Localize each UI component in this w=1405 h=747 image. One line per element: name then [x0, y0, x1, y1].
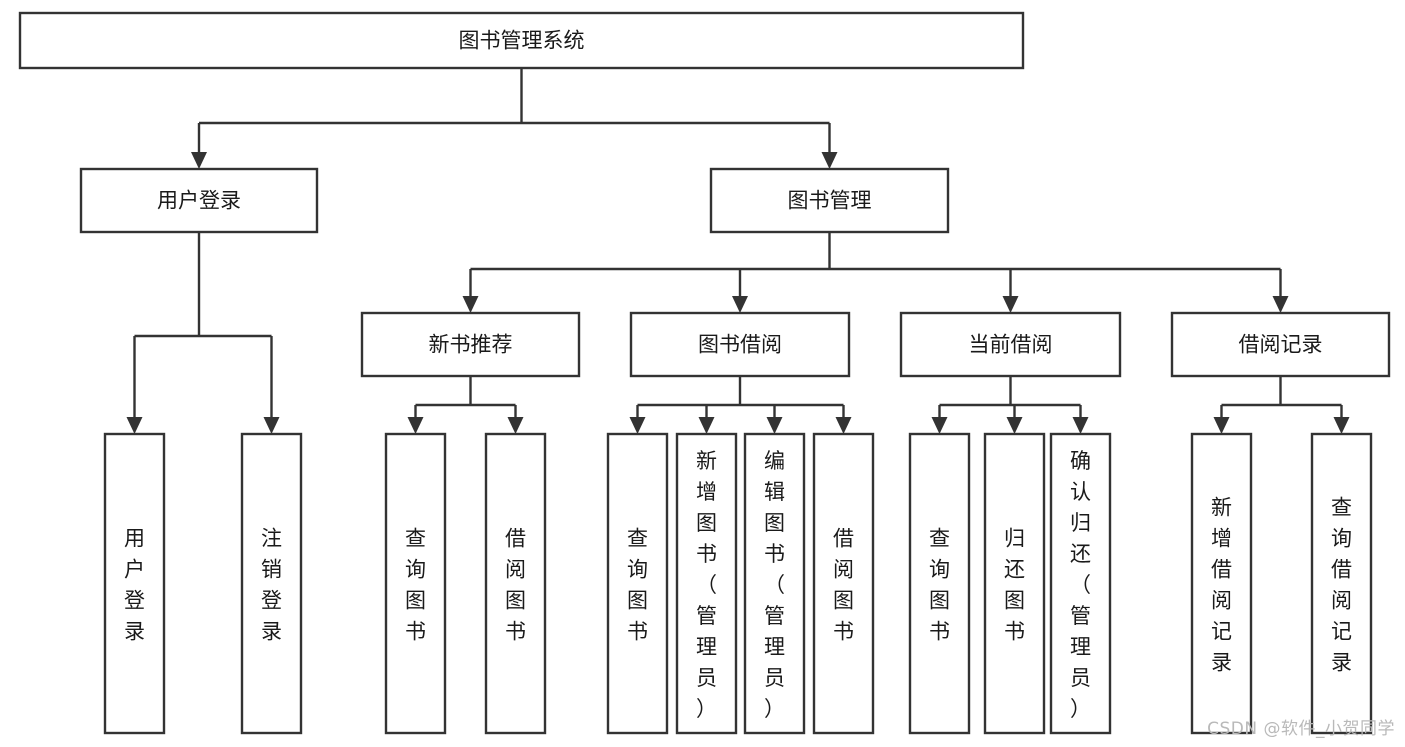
connector-layer	[126, 68, 1350, 434]
node-leaf-query-book-3[interactable]: 查询图书	[908, 432, 971, 735]
node-user-login[interactable]: 用户登录	[79, 167, 319, 234]
connector-to-leaf-query-book-1-arrowhead	[407, 417, 424, 434]
connector-to-leaf-confirm-return-arrowhead	[1072, 417, 1089, 434]
node-label-root: 图书管理系统	[459, 29, 585, 53]
connector-to-current-borrow-arrowhead	[1002, 296, 1019, 313]
node-box-leaf-return-book	[983, 432, 1046, 735]
node-leaf-user-logout[interactable]: 注销登录	[240, 432, 303, 735]
node-label-user-login: 用户登录	[157, 189, 241, 213]
node-box-leaf-query-book-3	[908, 432, 971, 735]
node-layer: 图书管理系统用户登录图书管理新书推荐图书借阅当前借阅借阅记录用户登录注销登录查询…	[18, 11, 1391, 735]
node-label-borrow-record: 借阅记录	[1239, 333, 1323, 357]
node-label-leaf-edit-book: 编辑图书（管理员）	[764, 449, 785, 721]
node-label-book-borrow: 图书借阅	[698, 333, 782, 357]
connector-to-leaf-query-book-2-arrowhead	[629, 417, 646, 434]
node-box-leaf-borrow-book-2	[812, 432, 875, 735]
node-label-leaf-add-book: 新增图书（管理员）	[696, 449, 717, 721]
node-label-current-borrow: 当前借阅	[969, 333, 1053, 357]
node-label-leaf-query-record: 查询借阅记录	[1331, 496, 1352, 675]
connector-to-leaf-user-logout-arrowhead	[263, 417, 280, 434]
node-box-new-book-recommend	[360, 311, 581, 378]
connector-to-book-borrow-arrowhead	[732, 296, 748, 313]
connector-to-user-login-arrowhead	[191, 152, 207, 169]
node-current-borrow[interactable]: 当前借阅	[899, 311, 1122, 378]
node-leaf-add-book[interactable]: 新增图书（管理员）	[675, 432, 738, 735]
node-box-leaf-add-book	[675, 432, 738, 735]
node-label-leaf-query-book-1: 查询图书	[405, 527, 426, 644]
node-box-book-manage	[709, 167, 950, 234]
node-box-leaf-user-login	[103, 432, 166, 735]
node-leaf-user-login[interactable]: 用户登录	[103, 432, 166, 735]
node-book-manage[interactable]: 图书管理	[709, 167, 950, 234]
node-label-new-book-recommend: 新书推荐	[429, 333, 513, 357]
node-new-book-recommend[interactable]: 新书推荐	[360, 311, 581, 378]
connector-to-leaf-borrow-book-1-arrowhead	[507, 417, 524, 434]
node-box-leaf-user-logout	[240, 432, 303, 735]
node-label-leaf-borrow-book-1: 借阅图书	[505, 527, 526, 644]
node-label-book-manage: 图书管理	[788, 189, 872, 213]
node-box-book-borrow	[629, 311, 851, 378]
node-label-leaf-borrow-book-2: 借阅图书	[833, 527, 854, 644]
node-box-leaf-confirm-return	[1049, 432, 1112, 735]
node-leaf-return-book[interactable]: 归还图书	[983, 432, 1046, 735]
node-leaf-add-record[interactable]: 新增借阅记录	[1190, 432, 1253, 735]
node-box-current-borrow	[899, 311, 1122, 378]
node-box-leaf-add-record	[1190, 432, 1253, 735]
node-box-leaf-borrow-book-1	[484, 432, 547, 735]
connector-to-book-manage-arrowhead	[821, 152, 838, 169]
node-leaf-edit-book[interactable]: 编辑图书（管理员）	[743, 432, 806, 735]
node-label-leaf-user-logout: 注销登录	[261, 527, 282, 644]
node-label-leaf-return-book: 归还图书	[1004, 527, 1025, 644]
node-label-leaf-user-login: 用户登录	[124, 527, 145, 644]
node-label-leaf-confirm-return: 确认归还（管理员）	[1070, 449, 1091, 721]
node-leaf-borrow-book-2[interactable]: 借阅图书	[812, 432, 875, 735]
connector-to-borrow-record-arrowhead	[1272, 296, 1289, 313]
node-root[interactable]: 图书管理系统	[18, 11, 1025, 70]
connector-to-leaf-add-book-arrowhead	[698, 417, 715, 434]
node-label-leaf-query-book-2: 查询图书	[627, 527, 648, 644]
connector-to-leaf-return-book-arrowhead	[1006, 417, 1023, 434]
node-leaf-query-book-2[interactable]: 查询图书	[606, 432, 669, 735]
node-box-user-login	[79, 167, 319, 234]
node-box-leaf-query-book-1	[384, 432, 447, 735]
node-borrow-record[interactable]: 借阅记录	[1170, 311, 1391, 378]
node-leaf-confirm-return[interactable]: 确认归还（管理员）	[1049, 432, 1112, 735]
node-box-borrow-record	[1170, 311, 1391, 378]
connector-to-leaf-query-record-arrowhead	[1333, 417, 1350, 434]
node-leaf-query-book-1[interactable]: 查询图书	[384, 432, 447, 735]
node-label-leaf-query-book-3: 查询图书	[929, 527, 950, 644]
node-box-root	[18, 11, 1025, 70]
connector-to-new-book-recommend-arrowhead	[462, 296, 479, 313]
connector-to-leaf-edit-book-arrowhead	[766, 417, 783, 434]
node-box-leaf-query-book-2	[606, 432, 669, 735]
node-leaf-borrow-book-1[interactable]: 借阅图书	[484, 432, 547, 735]
connector-to-leaf-user-login-arrowhead	[126, 417, 143, 434]
connector-to-leaf-add-record-arrowhead	[1213, 417, 1230, 434]
connector-to-leaf-query-book-3-arrowhead	[931, 417, 948, 434]
node-box-leaf-edit-book	[743, 432, 806, 735]
node-book-borrow[interactable]: 图书借阅	[629, 311, 851, 378]
node-leaf-query-record[interactable]: 查询借阅记录	[1310, 432, 1373, 735]
node-box-leaf-query-record	[1310, 432, 1373, 735]
connector-to-leaf-borrow-book-2-arrowhead	[835, 417, 852, 434]
node-label-leaf-add-record: 新增借阅记录	[1211, 496, 1232, 675]
